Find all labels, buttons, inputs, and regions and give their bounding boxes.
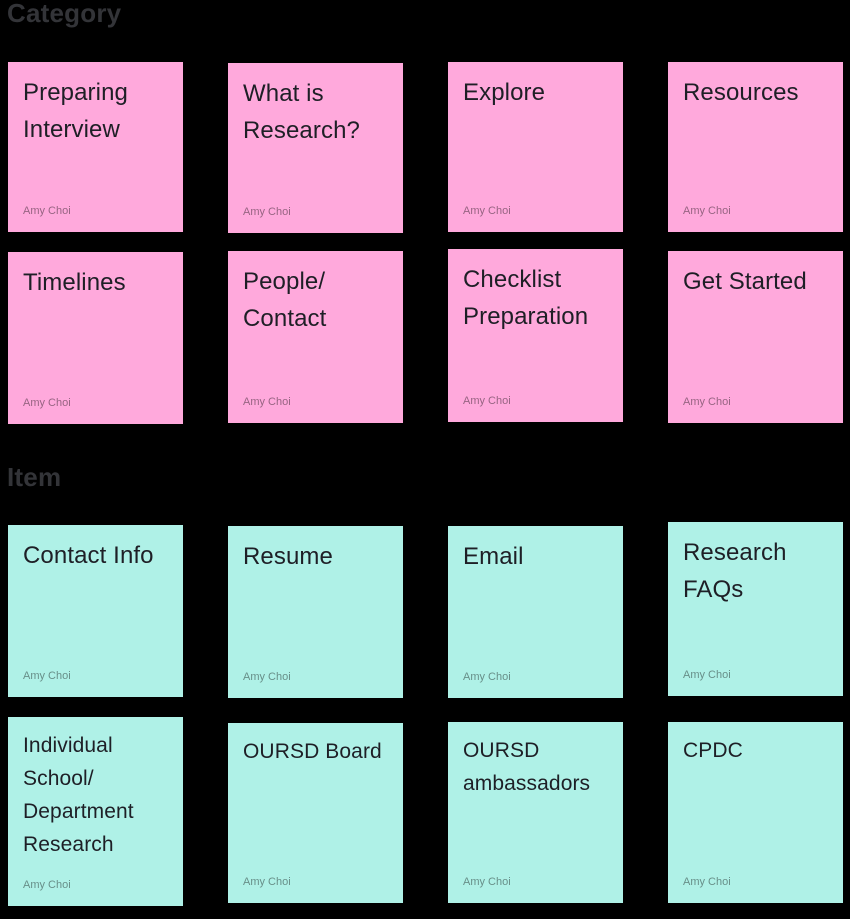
- sticky-note-author: Amy Choi: [23, 397, 71, 409]
- sticky-note-title: People/ Contact: [243, 268, 327, 332]
- sticky-note[interactable]: People/ Contact Amy Choi: [228, 251, 403, 423]
- sticky-note-title: What is Research?: [243, 80, 360, 144]
- sticky-note-author: Amy Choi: [463, 876, 511, 888]
- sticky-note-title: Individual School/ Department Research: [23, 734, 134, 856]
- sticky-note-title: OURSD Board: [243, 740, 382, 763]
- sticky-note-author: Amy Choi: [243, 396, 291, 408]
- sticky-note-title: Contact Info: [23, 542, 154, 569]
- sticky-note-title: Resume: [243, 543, 333, 570]
- sticky-note-author: Amy Choi: [23, 670, 71, 682]
- sticky-note-author: Amy Choi: [463, 395, 511, 407]
- sticky-note-author: Amy Choi: [243, 876, 291, 888]
- section-label-item[interactable]: Item: [7, 462, 62, 492]
- sticky-note-title: Preparing Interview: [23, 79, 128, 143]
- sticky-note-author: Amy Choi: [23, 879, 71, 891]
- sticky-note-title: Timelines: [23, 269, 126, 296]
- sticky-note[interactable]: OURSD Board Amy Choi: [228, 723, 403, 903]
- sticky-note-title: CPDC: [683, 739, 743, 762]
- sticky-note-author: Amy Choi: [243, 671, 291, 683]
- sticky-note-author: Amy Choi: [683, 205, 731, 217]
- sticky-note[interactable]: Checklist Preparation Amy Choi: [448, 249, 623, 422]
- sticky-note[interactable]: What is Research? Amy Choi: [228, 63, 403, 233]
- sticky-note[interactable]: Preparing Interview Amy Choi: [8, 62, 183, 232]
- sticky-note-author: Amy Choi: [683, 396, 731, 408]
- sticky-note-title: OURSD ambassadors: [463, 739, 591, 795]
- sticky-note-title: Research FAQs: [683, 539, 787, 603]
- sticky-note-title: Checklist Preparation: [463, 266, 589, 330]
- sticky-note[interactable]: Explore Amy Choi: [448, 62, 623, 232]
- sticky-note-author: Amy Choi: [23, 205, 71, 217]
- sticky-note-author: Amy Choi: [463, 205, 511, 217]
- sticky-note-author: Amy Choi: [683, 669, 731, 681]
- sticky-note[interactable]: Contact Info Amy Choi: [8, 525, 183, 697]
- sticky-note[interactable]: Resume Amy Choi: [228, 526, 403, 698]
- sticky-note[interactable]: CPDC Amy Choi: [668, 722, 843, 903]
- section-label-category[interactable]: Category: [7, 0, 122, 28]
- sticky-note[interactable]: Get Started Amy Choi: [668, 251, 843, 423]
- sticky-note-author: Amy Choi: [683, 876, 731, 888]
- sticky-note-title: Explore: [463, 79, 546, 106]
- sticky-note[interactable]: Timelines Amy Choi: [8, 252, 183, 424]
- sticky-note[interactable]: Email Amy Choi: [448, 526, 623, 698]
- sticky-note-author: Amy Choi: [243, 206, 291, 218]
- sticky-note-author: Amy Choi: [463, 671, 511, 683]
- sticky-note-title: Get Started: [683, 268, 807, 295]
- sticky-note[interactable]: Individual School/ Department Research A…: [8, 717, 183, 906]
- sticky-note-title: Resources: [683, 79, 799, 106]
- sticky-note-title: Email: [463, 543, 524, 570]
- sticky-note[interactable]: OURSD ambassadors Amy Choi: [448, 722, 623, 903]
- sticky-note[interactable]: Research FAQs Amy Choi: [668, 522, 843, 696]
- sticky-note[interactable]: Resources Amy Choi: [668, 62, 843, 232]
